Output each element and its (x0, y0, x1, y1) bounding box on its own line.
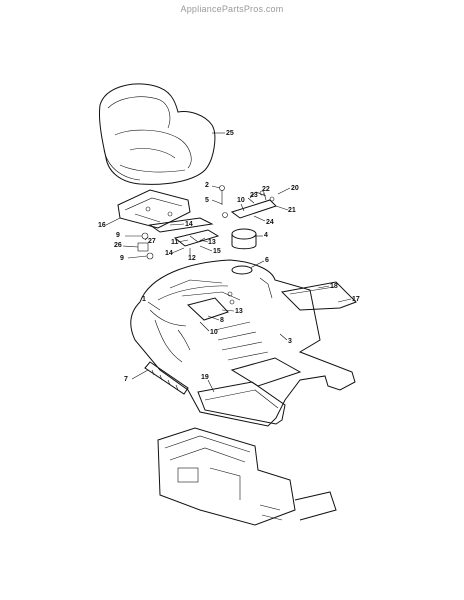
part-label: 22 (262, 186, 270, 193)
leader-lines (105, 132, 352, 393)
part-label: 24 (266, 219, 274, 226)
seat (99, 83, 216, 185)
part-label: 9 (120, 255, 124, 262)
part-label: 17 (352, 296, 360, 303)
part-label: 15 (213, 248, 221, 255)
part-label: 14 (185, 221, 193, 228)
part-label: 27 (148, 238, 156, 245)
hinge-strip (144, 361, 189, 395)
seat-rails (148, 217, 220, 247)
part-label: 9 (116, 232, 120, 239)
seat-pan-bracket (117, 189, 191, 229)
fuel-cap (231, 228, 257, 250)
part-label: 6 (265, 257, 269, 264)
footrest (197, 381, 286, 425)
part-label: 13 (208, 239, 216, 246)
part-label: 4 (264, 232, 268, 239)
part-label: 1 (142, 296, 146, 303)
part-label: 2 (205, 182, 209, 189)
part-label: 5 (205, 197, 209, 204)
part-label: 26 (114, 242, 122, 249)
part-label: 10 (210, 329, 218, 336)
part-label: 8 (220, 317, 224, 324)
part-label: 11 (171, 239, 179, 246)
part-label: 10 (237, 197, 245, 204)
part-label: 12 (188, 255, 196, 262)
side-panel (280, 281, 357, 311)
part-label: 20 (291, 185, 299, 192)
tractor-frame (157, 427, 337, 526)
part-label: 13 (235, 308, 243, 315)
part-label: 21 (288, 207, 296, 214)
part-label: 23 (250, 192, 258, 199)
rear-fender-body (130, 259, 356, 427)
watermark-text: AppliancePartsPros.com (180, 4, 284, 14)
part-label: 16 (98, 222, 106, 229)
part-label: 14 (165, 250, 173, 257)
part-label: 19 (201, 374, 209, 381)
part-label: 25 (226, 130, 234, 137)
part-label: 3 (288, 338, 292, 345)
part-label: 18 (330, 283, 338, 290)
part-labels: 25 2 5 20 22 23 21 10 24 16 14 13 11 26 … (98, 130, 360, 383)
part-label: 7 (124, 376, 128, 383)
